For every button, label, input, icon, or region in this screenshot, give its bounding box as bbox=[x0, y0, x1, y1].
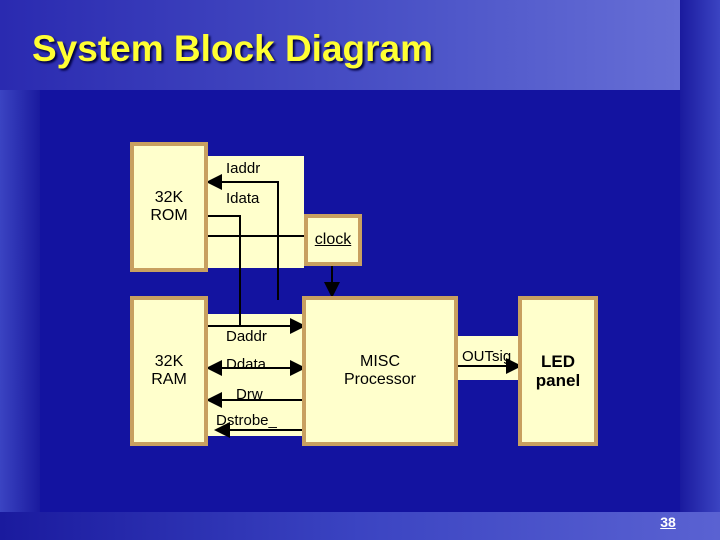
slide-title: System Block Diagram bbox=[32, 28, 434, 69]
ram-block[interactable]: 32K RAM bbox=[130, 296, 208, 446]
clock-label: clock bbox=[314, 231, 352, 248]
idata-line bbox=[208, 215, 241, 326]
left-decor-bar bbox=[0, 90, 40, 540]
connection-lines bbox=[206, 174, 522, 438]
clock-block[interactable]: clock bbox=[304, 214, 362, 266]
processor-label: MISC Processor bbox=[343, 353, 417, 388]
rom-label: 32K ROM bbox=[150, 189, 188, 224]
right-decor-bar bbox=[680, 0, 720, 540]
bottom-decor-bar bbox=[0, 512, 720, 540]
diagram-canvas: 32K ROM 32K RAM clock MISC Processor LED… bbox=[40, 90, 680, 512]
led-panel-block[interactable]: LED panel bbox=[518, 296, 598, 446]
signal-outsig: OUTsig bbox=[462, 348, 512, 365]
processor-block[interactable]: MISC Processor bbox=[302, 296, 458, 446]
rom-block[interactable]: 32K ROM bbox=[130, 142, 208, 272]
signal-idata: Idata bbox=[226, 190, 260, 207]
page-number[interactable]: 38 bbox=[660, 514, 676, 530]
signal-drw: Drw bbox=[236, 386, 263, 403]
iaddr-line bbox=[206, 174, 279, 300]
signal-daddr: Daddr bbox=[226, 328, 267, 345]
signal-panel-top bbox=[206, 156, 304, 268]
ram-label: 32K RAM bbox=[151, 353, 187, 388]
signal-ddata: Ddata bbox=[226, 356, 267, 373]
signal-dstrobe: Dstrobe_ bbox=[216, 412, 277, 429]
title-band bbox=[0, 0, 720, 90]
signal-panel-bottom bbox=[206, 314, 304, 436]
led-panel-label: LED panel bbox=[535, 352, 581, 390]
signal-iaddr: Iaddr bbox=[226, 160, 261, 177]
